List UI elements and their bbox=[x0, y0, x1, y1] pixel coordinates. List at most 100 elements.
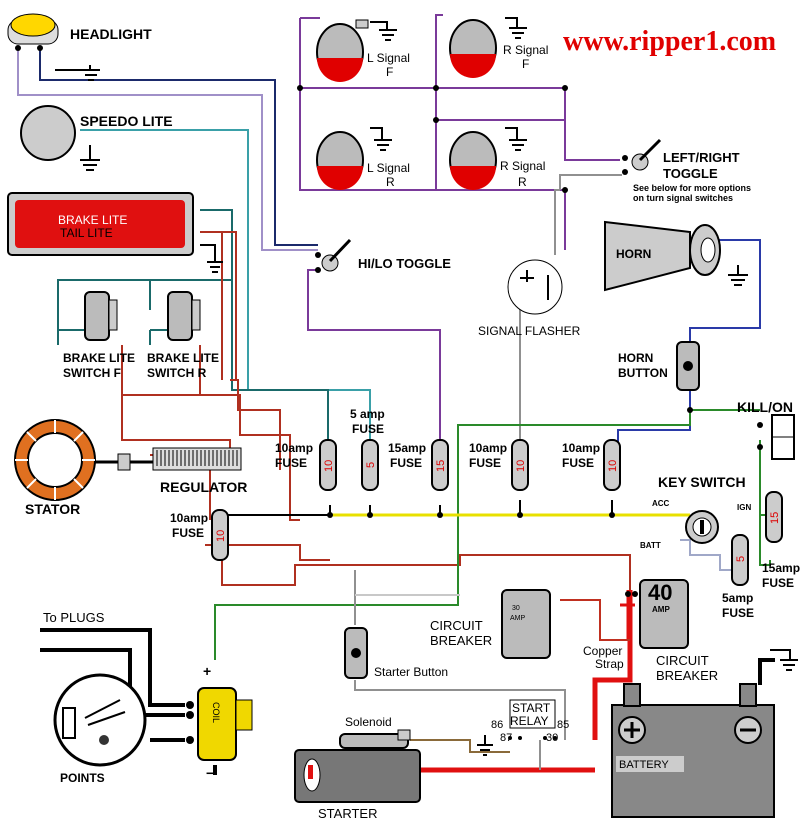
lf-sub: F bbox=[386, 65, 393, 79]
fuse3-b: FUSE bbox=[390, 456, 422, 470]
cb30-amp2: AMP bbox=[510, 615, 526, 622]
key-switch-icon[interactable] bbox=[685, 510, 719, 544]
cb30-l2: BREAKER bbox=[430, 633, 492, 648]
relay-87: 87 bbox=[500, 732, 512, 744]
headlight-label: HEADLIGHT bbox=[70, 26, 152, 42]
hi-lo-toggle-icon bbox=[315, 238, 352, 273]
lf-label: L Signal bbox=[367, 51, 410, 65]
points-icon bbox=[53, 673, 147, 767]
relay-l1: START bbox=[512, 701, 551, 715]
fuse7-b: FUSE bbox=[762, 576, 794, 590]
cb40-l2: BREAKER bbox=[656, 668, 718, 683]
brake-switch-r-l2: SWITCH R bbox=[147, 366, 207, 380]
starter-label: STARTER bbox=[318, 806, 377, 821]
copper-l1: Copper bbox=[583, 644, 622, 658]
svg-text:15: 15 bbox=[769, 512, 781, 524]
stator-label: STATOR bbox=[25, 501, 80, 517]
signal-flasher-icon bbox=[507, 259, 563, 315]
starter-motor-icon bbox=[294, 749, 421, 803]
horn-label: HORN bbox=[616, 247, 651, 261]
brake-switch-front-icon bbox=[84, 291, 118, 341]
fuse-10a-2: 10 bbox=[511, 439, 529, 491]
key-ign: IGN bbox=[737, 503, 751, 512]
cb30-l1: CIRCUIT bbox=[430, 618, 483, 633]
cb40-amp: AMP bbox=[652, 605, 670, 614]
svg-text:10: 10 bbox=[607, 460, 619, 472]
coil-icon: + − bbox=[186, 663, 253, 781]
rr-label: R Signal bbox=[500, 159, 545, 173]
circuit-breaker-40-icon bbox=[639, 579, 689, 649]
svg-text:10: 10 bbox=[323, 460, 335, 472]
lr-label: L Signal bbox=[367, 161, 410, 175]
horn-button-icon[interactable] bbox=[676, 341, 700, 391]
key-switch-label: KEY SWITCH bbox=[658, 474, 746, 490]
fuse1-a: 10amp bbox=[275, 441, 313, 455]
kill-switch-icon[interactable] bbox=[757, 414, 795, 460]
tail-lite-label: TAIL LITE bbox=[60, 226, 113, 240]
fuse5-b: FUSE bbox=[562, 456, 594, 470]
fuse6-b: FUSE bbox=[172, 526, 204, 540]
ground-symbols bbox=[55, 17, 798, 756]
starter-button-label: Starter Button bbox=[374, 665, 448, 679]
stator-icon bbox=[14, 419, 155, 501]
horn-button-l2: BUTTON bbox=[618, 366, 668, 380]
points-label: POINTS bbox=[60, 771, 105, 785]
cb30-amp: 30 bbox=[512, 605, 520, 612]
signal-lamp-rr-icon bbox=[449, 131, 497, 190]
relay-86: 86 bbox=[491, 719, 503, 731]
key-acc: ACC bbox=[652, 499, 670, 508]
svg-text:+: + bbox=[203, 663, 211, 679]
fuse7-a: 15amp bbox=[762, 561, 800, 575]
brake-lite-label: BRAKE LITE bbox=[58, 213, 127, 227]
kill-label: KILL/ON bbox=[737, 399, 793, 415]
start-relay-icon bbox=[508, 699, 557, 740]
fuse4-b: FUSE bbox=[469, 456, 501, 470]
fuse-15a-1: 15 bbox=[431, 439, 449, 491]
fuse4-a: 10amp bbox=[469, 441, 507, 455]
fuse-5a-1: 5 bbox=[361, 439, 379, 491]
fuse-10a-1: 10 bbox=[319, 439, 337, 491]
toggle-note2: on turn signal switches bbox=[633, 193, 733, 203]
solenoid-icon bbox=[339, 729, 411, 749]
fuse-5a-2: 5 bbox=[731, 534, 749, 586]
svg-text:5: 5 bbox=[735, 556, 747, 562]
plugs-label: To PLUGS bbox=[43, 610, 105, 625]
hilo-label: HI/LO TOGGLE bbox=[358, 256, 451, 271]
left-right-toggle-icon bbox=[622, 138, 662, 175]
signal-lamp-lf-icon bbox=[316, 19, 369, 82]
coil-label: COIL bbox=[211, 702, 221, 723]
svg-text:10: 10 bbox=[515, 460, 527, 472]
cb40-val: 40 bbox=[648, 580, 672, 605]
solenoid-label: Solenoid bbox=[345, 715, 392, 729]
battery-icon bbox=[611, 683, 775, 818]
headlight-icon bbox=[7, 13, 59, 51]
svg-text:5: 5 bbox=[365, 462, 377, 468]
rr-sub: R bbox=[518, 175, 527, 189]
toggle-note1: See below for more options bbox=[633, 183, 751, 193]
starter-button-icon[interactable] bbox=[344, 627, 368, 679]
flasher-label: SIGNAL FLASHER bbox=[478, 324, 581, 338]
relay-85: 85 bbox=[557, 719, 569, 731]
signal-lamp-lr-icon bbox=[316, 131, 364, 190]
fuse-10a-4: 10 bbox=[211, 509, 229, 561]
fuse-15a-2: 15 bbox=[765, 491, 783, 543]
copper-l2: Strap bbox=[595, 657, 624, 671]
horn-icon bbox=[604, 220, 721, 292]
taillight-icon bbox=[7, 192, 194, 256]
regulator-icon bbox=[152, 447, 242, 471]
svg-text:15: 15 bbox=[435, 460, 447, 472]
brake-switch-f-l1: BRAKE LITE bbox=[63, 351, 135, 365]
fuse5-a: 10amp bbox=[562, 441, 600, 455]
regulator-label: REGULATOR bbox=[160, 479, 247, 495]
horn-button-l1: HORN bbox=[618, 351, 653, 365]
fuse8-b: FUSE bbox=[722, 606, 754, 620]
fuse2-a: 5 amp bbox=[350, 407, 385, 421]
site-title: www.ripper1.com bbox=[563, 26, 776, 57]
fuse3-a: 15amp bbox=[388, 441, 426, 455]
relay-30: 30 bbox=[546, 732, 558, 744]
fuse8-a: 5amp bbox=[722, 591, 753, 605]
lr-sub: R bbox=[386, 175, 395, 189]
lr-toggle-label1: LEFT/RIGHT bbox=[663, 150, 740, 165]
